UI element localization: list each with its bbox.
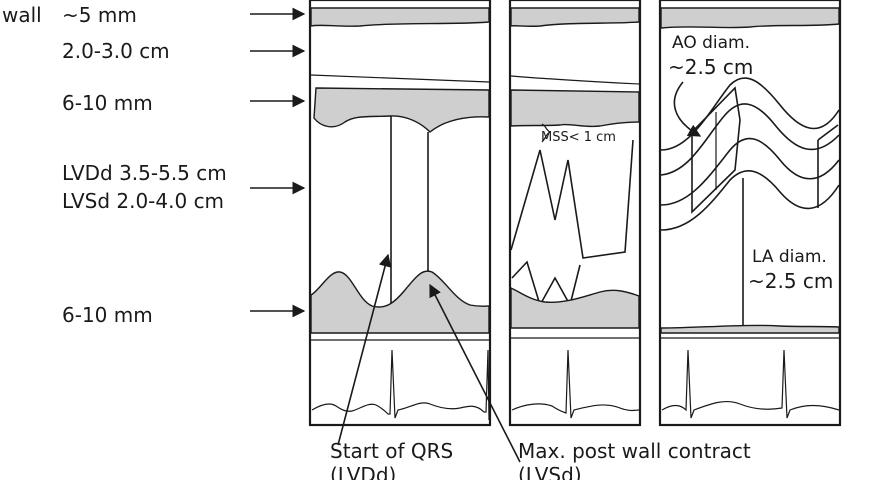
- septum-top-line-2: [510, 75, 640, 85]
- lvdd-label: LVDd 3.5-5.5 cm: [62, 161, 227, 185]
- posterior-wall-band: [310, 270, 490, 334]
- max-post-arrow: [429, 283, 521, 463]
- left-arrows: [250, 7, 306, 318]
- mitral-posterior-leaflet: [511, 260, 581, 308]
- septum-label: 6-10 mm: [62, 91, 153, 115]
- septum-top-line: [310, 74, 490, 83]
- start-qrs-arrow: [337, 253, 392, 446]
- aorta-right-edge: [817, 124, 839, 141]
- aorta-posterior-wall: [660, 170, 840, 231]
- start-qrs-sub-label: (LVDd): [330, 463, 396, 480]
- mss-label: MSS< 1 cm: [541, 130, 616, 145]
- posterior-wall-band-2: [510, 286, 640, 329]
- la-value-label: ~2.5 cm: [748, 269, 833, 293]
- ecg-trace-3: [661, 349, 840, 419]
- mss-bracket: [541, 123, 552, 143]
- bottom-annotations: Start of QRS (LVDd) Max. post wall contr…: [330, 253, 751, 480]
- rv-wall-band-2: [510, 7, 640, 27]
- ecg-trace-2: [511, 349, 640, 419]
- post-wall-label: 6-10 mm: [62, 303, 153, 327]
- rv-diameter-label: 2.0-3.0 cm: [62, 39, 170, 63]
- aorta-inner-anterior: [660, 103, 840, 176]
- la-diam-label: LA diam.: [752, 247, 827, 267]
- panel-ao: AO diam. ~2.5 cm LA diam. ~2.5 cm: [658, 0, 842, 427]
- mitral-anterior-leaflet: [510, 139, 634, 259]
- septum-band-2: [510, 89, 640, 128]
- wall-label: wall: [2, 3, 42, 27]
- ao-arrow: [673, 81, 702, 137]
- max-post-label: Max. post wall contract: [518, 439, 751, 463]
- aorta-inner-posterior: [660, 137, 840, 206]
- septum-band: [313, 87, 490, 133]
- rv-wall-band-3: [660, 7, 840, 29]
- la-posterior-wall: [660, 324, 840, 334]
- max-post-sub-label: (LVSd): [518, 463, 582, 480]
- rv-wall-band: [310, 7, 490, 27]
- aortic-valve-box: [691, 86, 741, 214]
- ao-diam-label: AO diam.: [672, 33, 750, 53]
- ao-value-label: ~2.5 cm: [668, 55, 753, 79]
- panel-ao-frame: [658, 0, 842, 427]
- panel-lv-frame: [308, 0, 492, 427]
- start-qrs-label: Start of QRS: [330, 439, 453, 463]
- panel-mv-frame: [508, 0, 642, 427]
- left-labels: wall ~5 mm 2.0-3.0 cm 6-10 mm LVDd 3.5-5…: [2, 3, 227, 327]
- panel-mv: MSS< 1 cm: [508, 0, 642, 427]
- ecg-trace-1: [311, 349, 490, 421]
- lvsd-label: LVSd 2.0-4.0 cm: [62, 189, 224, 213]
- wall-value-label: ~5 mm: [62, 3, 137, 27]
- panel-lv: [308, 0, 492, 427]
